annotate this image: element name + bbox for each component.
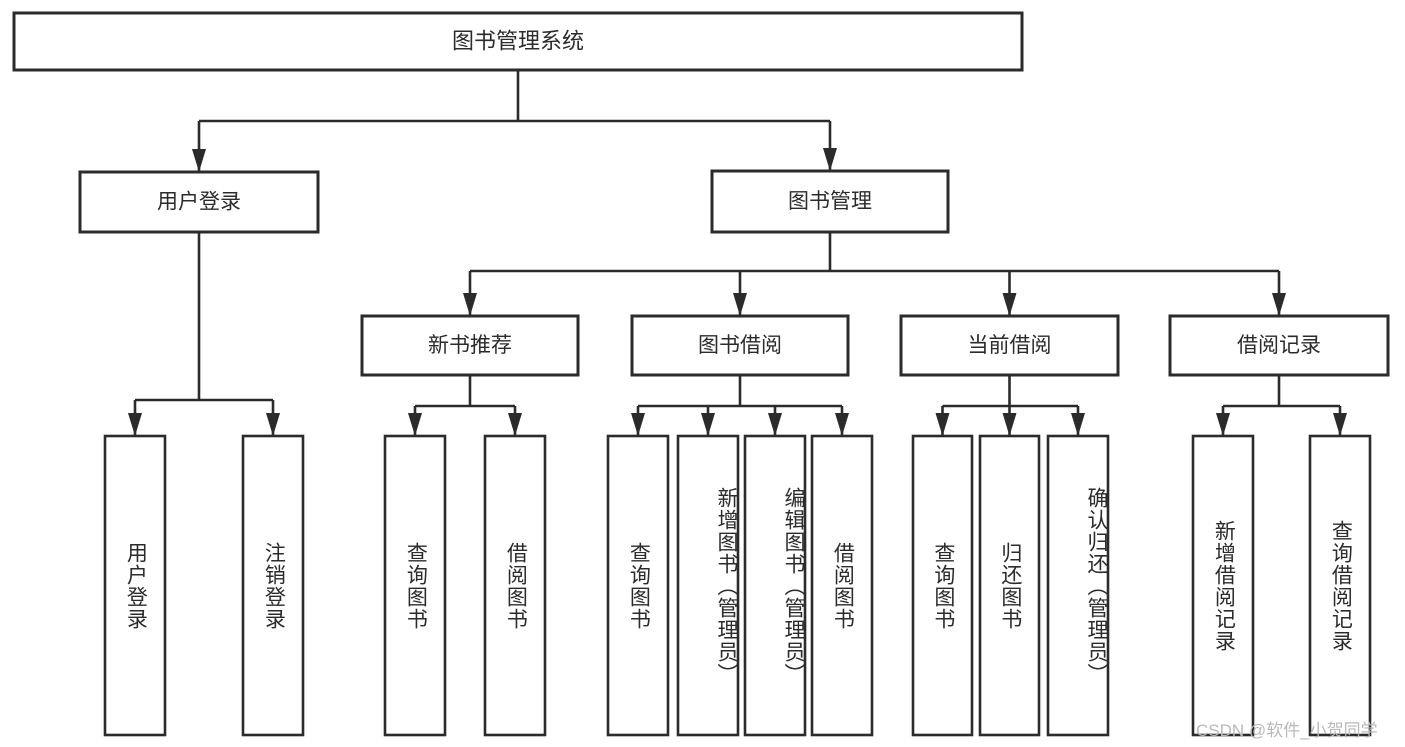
node-root[interactable] (12, 11, 1024, 72)
node-leaf-user-login[interactable] (103, 434, 167, 737)
node-leaf-query-record[interactable] (1308, 434, 1372, 737)
arrow-head-icon (1216, 413, 1230, 436)
node-boxes (12, 11, 1390, 737)
node-book-borrow[interactable] (630, 314, 850, 377)
arrow-head-icon (823, 148, 837, 171)
arrow-head-icon (768, 413, 782, 436)
arrow-head-icon (631, 413, 645, 436)
arrow-head-icon (266, 413, 280, 436)
node-user-login[interactable] (78, 170, 320, 234)
node-label-book-manage: 图书管理 (788, 190, 872, 213)
arrow-head-icon (701, 413, 715, 436)
node-leaf-borrow-book[interactable] (810, 434, 874, 737)
arrow-head-icon (1272, 293, 1286, 316)
node-leaf-borrow-book-recommend[interactable] (483, 434, 547, 737)
arrow-head-icon (192, 149, 206, 172)
node-new-book-recommend[interactable] (360, 314, 580, 377)
node-leaf-query-book-borrow[interactable] (606, 434, 670, 737)
node-leaf-logout[interactable] (241, 434, 305, 737)
node-label-root: 图书管理系统 (452, 28, 584, 53)
node-leaf-add-book[interactable] (676, 434, 740, 737)
node-label-current-borrow: 当前借阅 (968, 334, 1052, 357)
node-current-borrow[interactable] (899, 314, 1120, 377)
node-leaf-confirm-return[interactable] (1046, 434, 1110, 737)
node-leaf-edit-book[interactable] (743, 434, 807, 737)
arrow-head-icon (1333, 413, 1347, 436)
arrow-head-icon (128, 413, 142, 436)
node-leaf-query-book-recommend[interactable] (383, 434, 447, 737)
node-leaf-return-book[interactable] (978, 434, 1041, 737)
node-borrow-record[interactable] (1168, 314, 1390, 377)
node-leaf-add-record[interactable] (1191, 434, 1255, 737)
arrow-head-icon (835, 413, 849, 436)
node-label-book-borrow: 图书借阅 (698, 334, 782, 357)
arrow-head-icon (508, 413, 522, 436)
node-label-new-book-recommend: 新书推荐 (428, 334, 512, 357)
arrow-head-icon (1002, 413, 1017, 436)
node-label-borrow-record: 借阅记录 (1237, 334, 1321, 357)
connector-lines (128, 70, 1347, 436)
node-book-manage[interactable] (710, 169, 950, 234)
arrow-head-icon (1071, 413, 1085, 436)
arrow-head-icon (1002, 293, 1017, 316)
node-leaf-query-book-current[interactable] (911, 434, 974, 737)
arrow-head-icon (733, 293, 747, 316)
arrow-head-icon (408, 413, 422, 436)
node-label-user-login: 用户登录 (157, 191, 241, 214)
arrow-head-icon (463, 293, 477, 316)
arrow-head-icon (935, 413, 950, 436)
